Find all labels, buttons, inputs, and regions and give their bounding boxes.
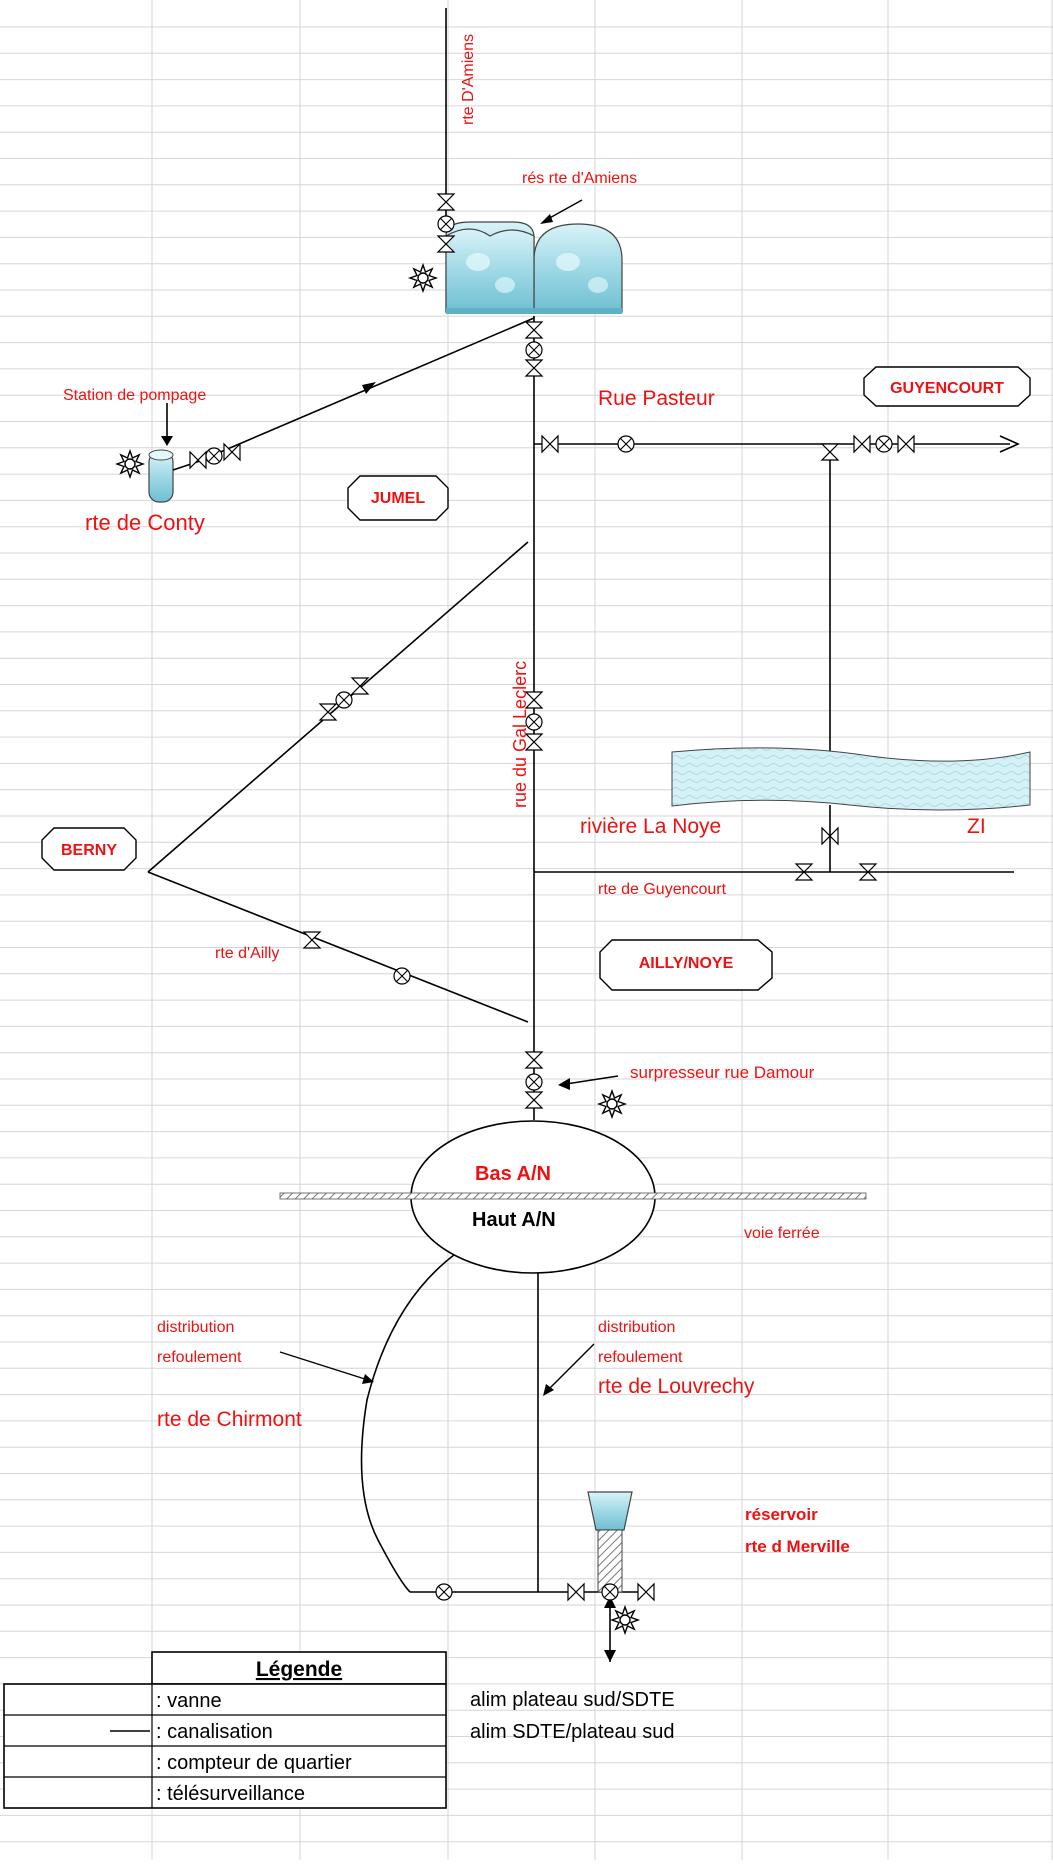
locality-jumel: JUMEL	[347, 475, 449, 521]
valve-icon	[897, 434, 915, 454]
label-rte-chirmont: rte de Chirmont	[157, 1408, 302, 1431]
river-la-noye	[671, 747, 1031, 811]
valve-icon	[637, 1582, 655, 1602]
label-surpresseur: surpresseur rue Damour	[630, 1063, 815, 1082]
label-ailly-noye: AILLY/NOYE	[639, 955, 734, 972]
label-distribution-right: distribution	[598, 1319, 675, 1336]
reservoir-merville	[587, 1491, 633, 1662]
legend: Légende : vanne : canalisation : compteu…	[3, 1651, 447, 1809]
meter-icon	[525, 341, 543, 359]
label-rte-louvrechy: rte de Louvrechy	[598, 1375, 755, 1398]
label-rte-merville: rte d Merville	[745, 1537, 850, 1556]
valve-icon	[189, 450, 207, 470]
valve-icon	[318, 703, 338, 721]
meter-icon	[525, 1073, 543, 1091]
valve-icon	[524, 1091, 544, 1109]
bas-haut-an-zone	[279, 1120, 867, 1274]
telemonitoring-icon	[596, 1088, 628, 1120]
legend-telesurveillance-label: : télésurveillance	[156, 1783, 305, 1805]
locality-berny: BERNY	[41, 827, 137, 871]
locality-guyencourt: GUYENCOURT	[863, 366, 1031, 407]
label-station-pompage: Station de pompage	[63, 387, 206, 404]
label-rte-amiens: rte D'Amiens	[460, 34, 477, 125]
valve-icon	[853, 434, 871, 454]
label-reservoir: réservoir	[745, 1505, 818, 1524]
meter-icon	[875, 435, 893, 453]
label-voie-ferree: voie ferrée	[744, 1225, 820, 1242]
valve-icon	[524, 691, 544, 709]
valve-icon	[350, 677, 370, 695]
label-rte-conty: rte de Conty	[85, 510, 205, 535]
label-bas-an: Bas A/N	[475, 1163, 551, 1185]
meter-icon	[435, 1583, 453, 1601]
label-res-rte-amiens: rés rte d'Amiens	[522, 170, 637, 187]
valve-icon	[524, 359, 544, 377]
label-jumel: JUMEL	[371, 490, 425, 507]
valve-icon	[541, 434, 559, 454]
meter-icon	[525, 713, 543, 731]
label-zi: ZI	[967, 815, 986, 838]
network-symbols	[114, 193, 915, 1808]
valve-icon	[524, 1051, 544, 1069]
valve-icon	[436, 235, 456, 253]
legend-vanne-label: : vanne	[156, 1690, 222, 1712]
label-rue-gal-leclerc: rue du Gal Leclerc	[510, 661, 530, 808]
telemonitoring-icon	[407, 262, 439, 294]
label-riviere-la-noye: rivière La Noye	[580, 815, 721, 838]
label-refoulement-right: refoulement	[598, 1349, 683, 1366]
label-rue-pasteur: Rue Pasteur	[598, 387, 715, 410]
meter-icon	[335, 691, 353, 709]
valve-icon	[820, 443, 840, 461]
annotation-arrows	[279, 199, 619, 1396]
meter-icon	[437, 215, 455, 233]
valve-icon	[821, 826, 839, 846]
valve-icon	[567, 1582, 585, 1602]
label-rte-guyencourt: rte de Guyencourt	[598, 881, 727, 898]
valve-icon	[436, 193, 456, 211]
valve-icon	[524, 733, 544, 751]
valve-icon	[524, 321, 544, 339]
pumping-station	[148, 403, 198, 503]
meter-icon	[617, 435, 635, 453]
label-haut-an: Haut A/N	[472, 1209, 556, 1231]
legend-compteur-label: : compteur de quartier	[156, 1752, 352, 1774]
valve-icon	[794, 863, 814, 881]
valve-icon	[302, 931, 322, 949]
valve-icon	[858, 863, 878, 881]
legend-canalisation-label: : canalisation	[156, 1721, 273, 1743]
label-alim-sdte-plateau: alim SDTE/plateau sud	[470, 1721, 675, 1743]
label-alim-plateau-sdte: alim plateau sud/SDTE	[470, 1689, 675, 1711]
label-guyencourt: GUYENCOURT	[890, 380, 1004, 397]
label-distribution-left: distribution	[157, 1319, 234, 1336]
valve-icon	[223, 442, 241, 462]
legend-title: Légende	[256, 1658, 342, 1681]
labels: rte D'Amiens rés rte d'Amiens Station de…	[63, 34, 986, 1743]
telemonitoring-icon	[609, 1604, 641, 1636]
telemonitoring-icon	[114, 448, 146, 480]
label-refoulement-left: refoulement	[157, 1349, 242, 1366]
reservoir-rte-amiens	[445, 8, 623, 314]
meter-icon	[601, 1583, 619, 1601]
label-berny: BERNY	[61, 842, 117, 859]
locality-ailly-noye: AILLY/NOYE	[599, 939, 773, 991]
label-rte-ailly: rte d'Ailly	[215, 945, 279, 962]
meter-icon	[393, 967, 411, 985]
meter-icon	[205, 447, 223, 465]
spreadsheet-rows	[0, 26, 1053, 1843]
